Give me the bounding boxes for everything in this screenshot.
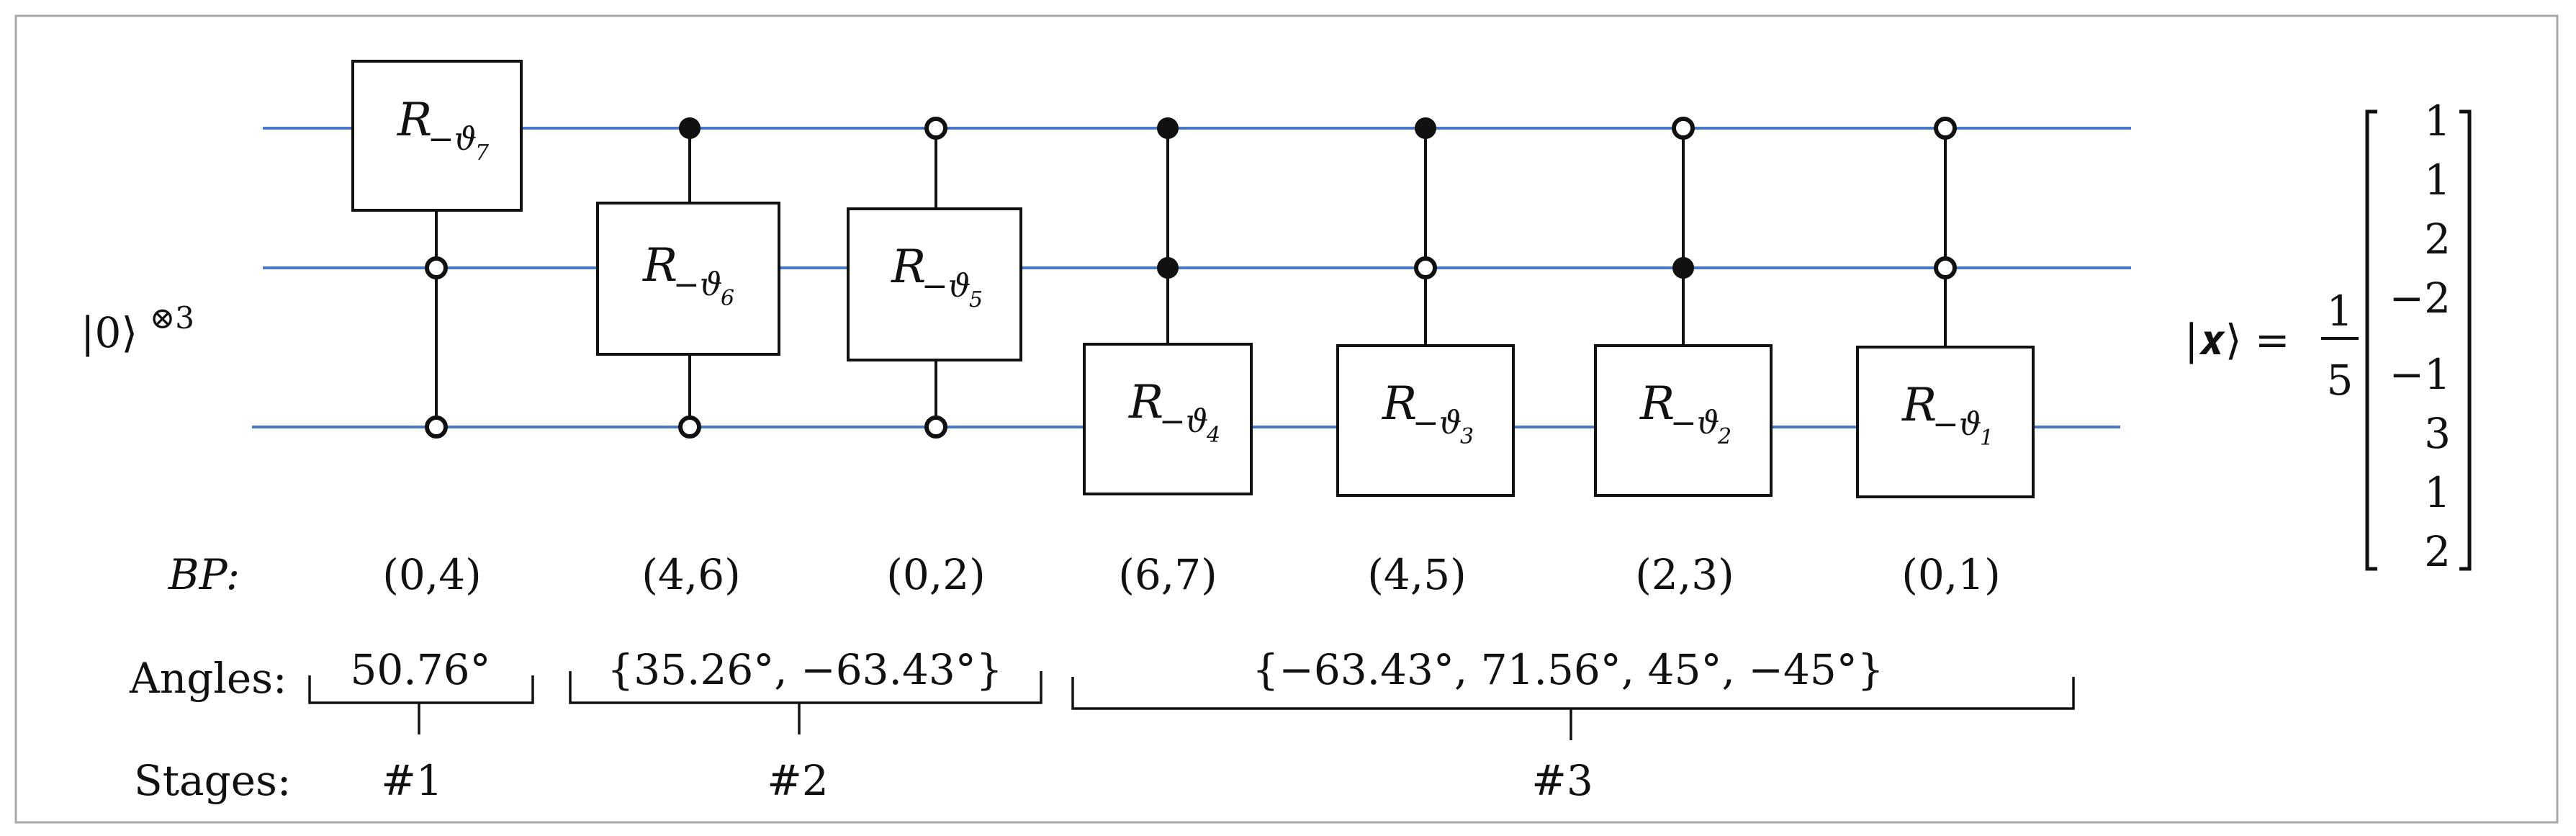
gate-r-theta-7: R −ϑ 7: [351, 60, 523, 439]
gate-subscript-index: 2: [1717, 424, 1731, 449]
gate-r-theta-3: R −ϑ 3: [1336, 117, 1515, 497]
filled-control-dot: [1157, 117, 1179, 139]
vector-right-bracket: [2459, 109, 2472, 571]
bp-label: BP:: [168, 550, 240, 599]
bp-value: (2,3): [1635, 550, 1734, 599]
vector-entry: 1: [2424, 96, 2451, 145]
gate-subscript-index: 6: [721, 286, 734, 311]
open-control-dot: [425, 415, 448, 439]
bp-value: (4,5): [1367, 550, 1467, 599]
stage-number: #1: [381, 756, 443, 805]
vector-entry: 2: [2424, 527, 2451, 576]
bp-value: (4,6): [641, 550, 741, 599]
stage-brace: [308, 675, 534, 734]
filled-control-dot: [1415, 117, 1436, 139]
input-tensor-power: ⊗3: [150, 300, 194, 336]
bp-value: (0,2): [886, 550, 986, 599]
gate-subscript: −ϑ: [1932, 406, 1981, 443]
gate-label: R: [1901, 379, 1937, 432]
open-control-dot: [924, 117, 947, 140]
gate-subscript: −ϑ: [428, 121, 477, 158]
gate-box: [596, 202, 780, 356]
vector-entry: 1: [2424, 156, 2451, 204]
gate-box: [1856, 346, 2035, 498]
gate-label: R: [642, 239, 677, 292]
open-control-dot: [1672, 117, 1695, 140]
open-control-dot: [425, 256, 448, 279]
stage-number: #3: [1531, 756, 1593, 805]
gate-r-theta-2: R −ϑ 2: [1594, 117, 1773, 497]
vector-left-bracket: [2365, 109, 2377, 571]
vector-entry: 3: [2424, 409, 2451, 458]
gate-subscript-index: 4: [1206, 423, 1220, 448]
gate-box: [1594, 344, 1773, 497]
gate-subscript: −ϑ: [1413, 405, 1462, 441]
open-control-dot: [678, 415, 701, 439]
stage-brace: [1071, 677, 2075, 740]
gate-label: R: [1639, 377, 1675, 431]
gate-label: R: [397, 94, 432, 147]
gate-box: [1336, 344, 1515, 497]
fraction-denominator: 5: [2327, 356, 2354, 405]
open-control-dot: [924, 415, 947, 439]
stage-angles: 50.76°: [350, 645, 490, 694]
gate-subscript-index: 3: [1460, 424, 1474, 449]
gate-r-theta-6: R −ϑ 6: [596, 117, 780, 439]
stage-brace: [569, 671, 1042, 734]
stages-label: Stages:: [134, 756, 291, 805]
gate-subscript-index: 5: [969, 287, 983, 313]
bp-value: (6,7): [1118, 550, 1217, 599]
filled-control-dot: [1672, 257, 1694, 279]
bp-value: (0,1): [1901, 550, 2001, 599]
input-ket: |0⟩: [81, 308, 138, 357]
fraction-numerator: 1: [2327, 287, 2354, 336]
gate-label: R: [1382, 377, 1417, 431]
filled-control-dot: [1157, 257, 1179, 279]
gate-r-theta-5: R −ϑ 5: [847, 117, 1022, 439]
vector-entry: −1: [2390, 350, 2451, 399]
gate-label: R: [1128, 376, 1163, 429]
vector-entry: 2: [2424, 215, 2451, 264]
stage-angles: {35.26°, −63.43°}: [607, 645, 1002, 694]
stage-number: #2: [767, 756, 829, 805]
gate-subscript: −ϑ: [673, 266, 722, 303]
gate-box: [351, 60, 523, 212]
angles-label: Angles:: [129, 654, 287, 703]
gate-subscript-index: 1: [1980, 426, 1994, 451]
gate-subscript-index: 7: [475, 140, 490, 166]
gate-subscript: −ϑ: [1670, 405, 1719, 441]
output-ket: |𝒙⟩ =: [2184, 315, 2290, 364]
vector-entry: −2: [2390, 274, 2451, 323]
figure-frame: [14, 14, 2559, 824]
bp-value: (0,4): [382, 550, 482, 599]
open-control-dot: [1934, 117, 1957, 140]
gate-subscript: −ϑ: [922, 268, 970, 305]
gate-r-theta-1: R −ϑ 1: [1856, 117, 2035, 498]
gate-label: R: [891, 241, 926, 294]
gate-box: [847, 207, 1022, 361]
stage-angles: {−63.43°, 71.56°, 45°, −45°}: [1252, 645, 1883, 694]
gate-subscript: −ϑ: [1159, 403, 1208, 440]
gate-box: [1083, 343, 1253, 495]
vector-entry: 1: [2424, 468, 2451, 517]
gate-r-theta-4: R −ϑ 4: [1083, 117, 1253, 495]
open-control-dot: [1934, 256, 1957, 279]
filled-control-dot: [679, 117, 701, 139]
open-control-dot: [1414, 256, 1437, 279]
